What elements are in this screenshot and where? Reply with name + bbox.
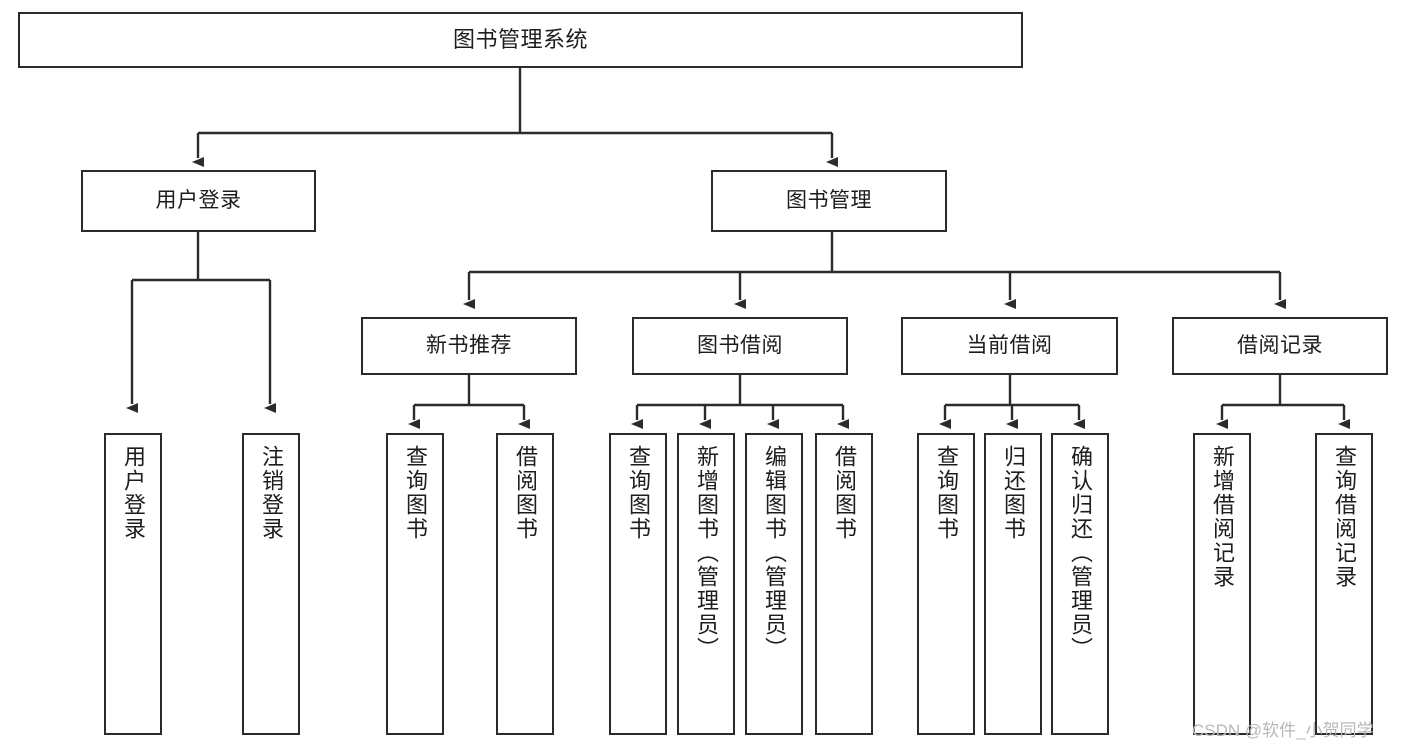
leaf-current-borrow-query-label: 查询图书 [934,445,959,541]
leaf-current-borrow-query[interactable]: 查询图书 [917,433,975,735]
leaf-new-book-borrow-label: 借阅图书 [513,445,538,541]
node-current-borrow[interactable]: 当前借阅 [901,317,1118,375]
node-book-management[interactable]: 图书管理 [711,170,947,232]
leaf-user-login-login[interactable]: 用户登录 [104,433,162,735]
node-root[interactable]: 图书管理系统 [18,12,1023,68]
leaf-current-borrow-return[interactable]: 归还图书 [984,433,1042,735]
leaf-current-borrow-confirm[interactable]: 确认归还（管理员） [1051,433,1109,735]
leaf-new-book-query[interactable]: 查询图书 [386,433,444,735]
node-borrow-record[interactable]: 借阅记录 [1172,317,1388,375]
node-user-login-label: 用户登录 [155,188,242,212]
leaf-book-borrow-edit-label: 编辑图书（管理员） [762,445,787,661]
leaf-current-borrow-return-label: 归还图书 [1001,445,1026,541]
leaf-user-login-logout-label: 注销登录 [259,445,284,541]
leaf-new-book-query-label: 查询图书 [403,445,428,541]
node-book-borrow[interactable]: 图书借阅 [632,317,848,375]
leaf-new-book-borrow[interactable]: 借阅图书 [496,433,554,735]
leaf-borrow-record-add-label: 新增借阅记录 [1210,445,1235,589]
leaf-book-borrow-query[interactable]: 查询图书 [609,433,667,735]
leaf-borrow-record-query-label: 查询借阅记录 [1332,445,1357,589]
leaf-book-borrow-borrow-label: 借阅图书 [832,445,857,541]
leaf-book-borrow-add[interactable]: 新增图书（管理员） [677,433,735,735]
leaf-book-borrow-edit[interactable]: 编辑图书（管理员） [745,433,803,735]
leaf-book-borrow-borrow[interactable]: 借阅图书 [815,433,873,735]
node-book-management-label: 图书管理 [786,188,872,212]
node-borrow-record-label: 借阅记录 [1237,333,1323,357]
leaf-borrow-record-add[interactable]: 新增借阅记录 [1193,433,1251,735]
leaf-user-login-logout[interactable]: 注销登录 [242,433,300,735]
node-new-book-recommend-label: 新书推荐 [426,333,512,357]
node-new-book-recommend[interactable]: 新书推荐 [361,317,577,375]
node-user-login[interactable]: 用户登录 [81,170,316,232]
csdn-watermark: CSDN @软件_小贺同学 [1192,721,1374,740]
leaf-book-borrow-add-label: 新增图书（管理员） [694,445,719,661]
leaf-borrow-record-query[interactable]: 查询借阅记录 [1315,433,1373,735]
node-root-label: 图书管理系统 [452,27,588,53]
node-current-borrow-label: 当前借阅 [966,333,1053,357]
leaf-current-borrow-confirm-label: 确认归还（管理员） [1068,445,1093,661]
leaf-user-login-login-label: 用户登录 [121,445,146,541]
leaf-book-borrow-query-label: 查询图书 [626,445,651,541]
node-book-borrow-label: 图书借阅 [697,333,783,357]
